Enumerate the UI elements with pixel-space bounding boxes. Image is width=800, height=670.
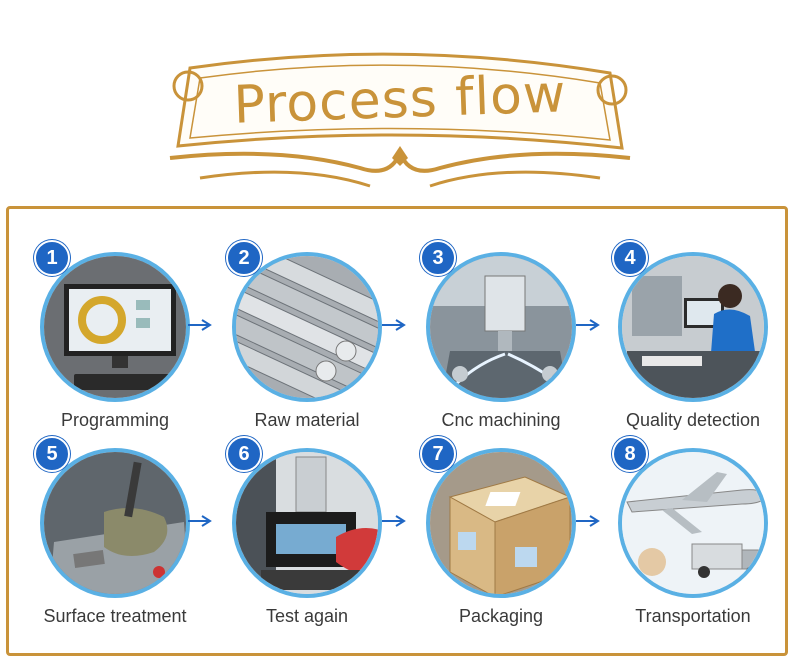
cnc-machine-icon bbox=[426, 252, 576, 402]
arrow-right-icon bbox=[576, 515, 600, 527]
arrow-right-icon bbox=[188, 319, 212, 331]
step-raw-material: 2 Raw material bbox=[222, 240, 392, 430]
step-label: Raw material bbox=[254, 410, 360, 430]
step-label: Surface treatment bbox=[43, 606, 187, 626]
step-number-badge: 1 bbox=[34, 240, 70, 276]
step-number-badge: 5 bbox=[34, 436, 70, 472]
step-transportation: 8 Transportation bbox=[608, 436, 778, 626]
step-programming: 1 Programming bbox=[30, 240, 200, 430]
step-number-badge: 6 bbox=[226, 436, 262, 472]
arrow-right-icon bbox=[188, 515, 212, 527]
process-frame bbox=[6, 206, 788, 656]
polishing-icon bbox=[40, 448, 190, 598]
step-surface-treatment: 5 Surface treatment bbox=[30, 436, 200, 626]
step-cnc-machining: 3 Cnc machining bbox=[416, 240, 586, 430]
arrow-right-icon bbox=[382, 515, 406, 527]
step-label: Packaging bbox=[458, 606, 544, 626]
step-number-badge: 2 bbox=[226, 240, 262, 276]
step-number-badge: 8 bbox=[612, 436, 648, 472]
step-label: Test again bbox=[265, 606, 349, 626]
computer-cad-icon bbox=[40, 252, 190, 402]
step-number-badge: 3 bbox=[420, 240, 456, 276]
step-test-again: 6 Test again bbox=[222, 436, 392, 626]
step-label: Transportation bbox=[635, 606, 751, 626]
plane-truck-icon bbox=[618, 448, 768, 598]
step-number-badge: 7 bbox=[420, 436, 456, 472]
metal-bars-icon bbox=[232, 252, 382, 402]
title-banner: Process flow bbox=[160, 28, 640, 198]
step-quality-detection: 4 Quality detection bbox=[608, 240, 778, 430]
wooden-crate-icon bbox=[426, 448, 576, 598]
arrow-right-icon bbox=[576, 319, 600, 331]
step-label: Quality detection bbox=[625, 410, 761, 430]
ornament-frame-icon bbox=[169, 52, 631, 188]
measuring-machine-icon bbox=[232, 448, 382, 598]
arrow-right-icon bbox=[382, 319, 406, 331]
step-packaging: 7 Packaging bbox=[416, 436, 586, 626]
step-label: Cnc machining bbox=[441, 410, 561, 430]
inspection-icon bbox=[618, 252, 768, 402]
step-number-badge: 4 bbox=[612, 240, 648, 276]
step-label: Programming bbox=[60, 410, 170, 430]
